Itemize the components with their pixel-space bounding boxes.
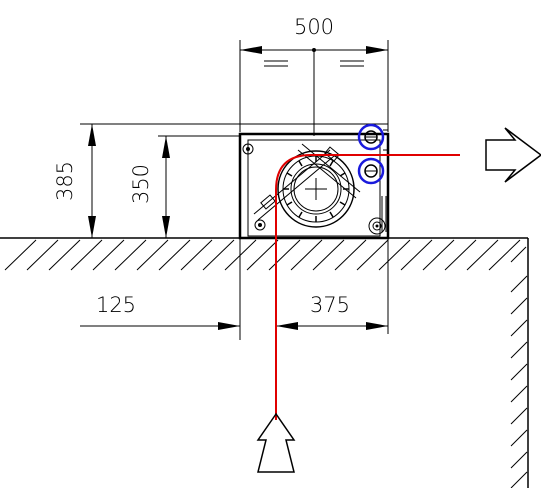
dimension-label-350: 350 bbox=[129, 164, 153, 204]
dimension-width-top: 500 bbox=[239, 15, 389, 136]
floor-hatching bbox=[4, 239, 527, 271]
bolt-bottom-left bbox=[254, 219, 266, 231]
dimension-height-inner: 350 bbox=[129, 135, 240, 238]
pipe-line bbox=[275, 154, 460, 420]
device-housing bbox=[238, 123, 390, 240]
clamp-bar bbox=[253, 143, 361, 221]
dimension-label-500: 500 bbox=[294, 15, 334, 39]
dimension-label-375: 375 bbox=[310, 293, 350, 317]
dimension-label-125: 125 bbox=[96, 293, 136, 317]
dimension-offsets-bottom: 125 375 bbox=[80, 238, 389, 340]
dimension-label-385: 385 bbox=[53, 161, 77, 201]
connector-upper bbox=[357, 123, 385, 151]
wall-hatching bbox=[510, 275, 528, 488]
dimension-height-outer: 385 bbox=[53, 123, 388, 238]
connector-lower bbox=[357, 157, 385, 185]
outlet-arrow-icon bbox=[485, 127, 541, 183]
bolt-bottom-right bbox=[368, 217, 386, 235]
bolt-top-left bbox=[242, 143, 254, 155]
pipe-route bbox=[275, 154, 460, 420]
inlet-arrow-icon bbox=[256, 412, 296, 473]
